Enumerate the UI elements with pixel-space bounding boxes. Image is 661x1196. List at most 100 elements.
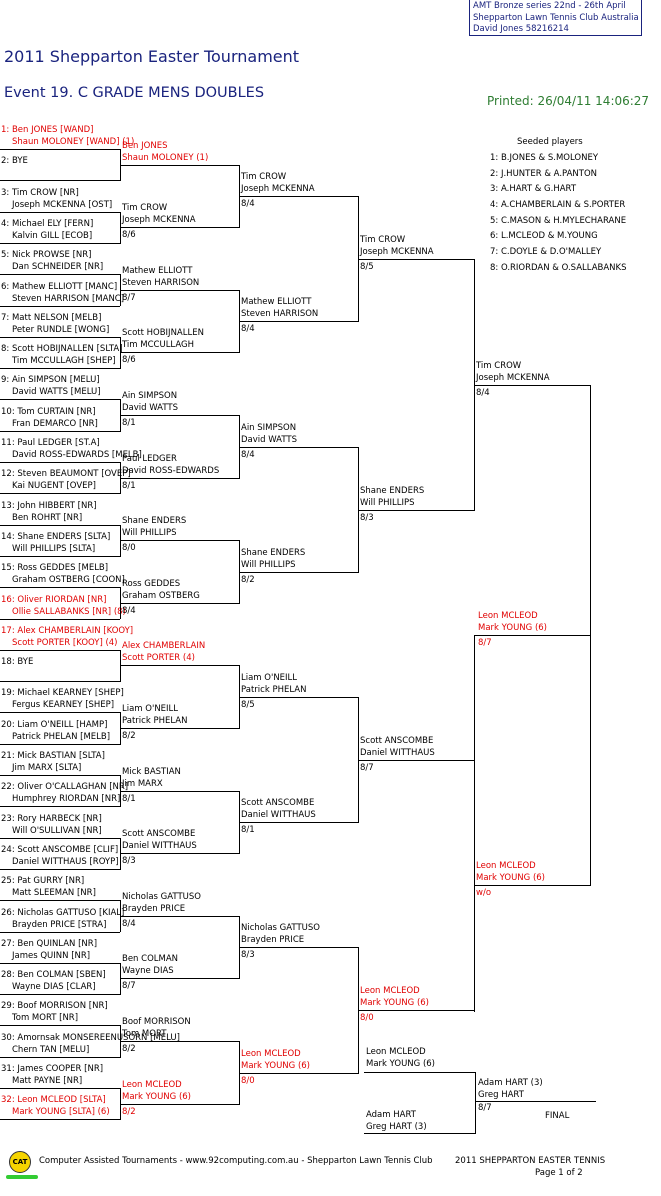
match-winner-player2: Will PHILLIPS <box>241 560 296 570</box>
bracket-line <box>476 1101 596 1102</box>
match-winner-player2: Will PHILLIPS <box>360 498 415 508</box>
draw-entry-player1: 22: Oliver O'CALLAGHAN [NR] <box>1 782 129 793</box>
match-winner-player2: Joseph MCKENNA <box>122 215 196 225</box>
bracket-line <box>358 510 474 511</box>
info-line: David Jones 58216214 <box>473 24 569 34</box>
match-winner-player1: Scott ANSCOMBE <box>241 798 315 808</box>
match-winner-player2: Daniel WITTHAUS <box>122 841 197 851</box>
match-winner-player1: Ain SIMPSON <box>241 423 297 433</box>
draw-entry-player1: 27: Ben QUINLAN [NR] <box>1 938 98 949</box>
bracket-line <box>120 227 239 228</box>
bracket-line <box>0 242 120 244</box>
match-score: 8/0 <box>122 543 136 553</box>
draw-entry-player2: Fran DEMARCO [NR] <box>12 418 98 429</box>
match-score: 8/0 <box>241 1076 255 1086</box>
match-winner-player1: Ben COLMAN <box>122 954 179 964</box>
match-winner-player1: Alex CHAMBERLAIN <box>122 641 206 651</box>
bracket-line <box>239 321 358 322</box>
bracket-line <box>0 524 120 526</box>
bracket-line <box>475 1072 476 1133</box>
match-winner-player1: Scott HOBIJNALLEN <box>122 328 204 338</box>
bracket-line <box>358 760 474 761</box>
draw-entry-player2: Fergus KEARNEY [SHEP] <box>12 700 115 711</box>
match-score: 8/2 <box>122 1107 136 1117</box>
bracket-line <box>120 352 239 353</box>
draw-entry-player2: Tim MCCULLAGH [SHEP] <box>12 356 116 367</box>
match-winner-player1: Mathew ELLIOTT <box>241 297 312 307</box>
draw-entry-player2: James QUINN [NR] <box>12 950 91 961</box>
draw-entry-player2: Joseph MCKENNA [OST] <box>12 199 113 210</box>
seeded-player: 1: B.JONES & S.MOLONEY <box>490 153 599 163</box>
draw-entry-player1: 14: Shane ENDERS [SLTA] <box>1 531 111 542</box>
draw-entry-player1: 26: Nicholas GATTUSO [KIAL] <box>1 907 125 918</box>
match-winner-player2: Mark YOUNG (6) <box>360 998 429 1008</box>
match-score: 8/1 <box>122 481 136 491</box>
bracket-line <box>0 962 120 964</box>
match-winner-player2: Daniel WITTHAUS <box>360 748 435 758</box>
match-winner-player2: Mark YOUNG (6) <box>476 873 545 883</box>
draw-entry-player2: Shaun MOLONEY [WAND] (1) <box>12 137 135 147</box>
draw-entry-player1: 13: John HIBBERT [NR] <box>1 500 97 511</box>
seeded-player: 6: L.MCLEOD & M.YOUNG <box>490 231 598 241</box>
bracket-line <box>120 1041 239 1042</box>
bracket-line <box>0 493 120 495</box>
draw-entry-player1: 4: Michael ELY [FERN] <box>1 218 94 229</box>
match-winner-player2: Brayden PRICE <box>241 935 305 945</box>
match-winner-player1: Leon MCLEOD <box>122 1080 182 1090</box>
match-winner-player2: Mark YOUNG (6) <box>478 623 547 633</box>
bracket-line <box>120 1104 239 1105</box>
match-winner-player2: Joseph MCKENNA <box>476 373 550 383</box>
final-label: FINAL <box>545 1111 570 1121</box>
bracket-line <box>0 149 120 150</box>
match-winner-player2: Joseph MCKENNA <box>241 184 315 194</box>
tournament-title: 2011 Shepparton Easter Tournament <box>4 47 300 66</box>
champion-player1: Adam HART (3) <box>478 1078 543 1088</box>
match-winner-player2: Tim MCCULLAGH <box>122 340 195 350</box>
match-score: 8/5 <box>241 700 255 710</box>
match-score: 8/4 <box>241 324 255 334</box>
match-score: 8/2 <box>122 731 136 741</box>
logo-underline <box>6 1175 38 1179</box>
bracket-line <box>239 947 358 948</box>
match-winner-player1: Mick BASTIAN <box>122 767 181 777</box>
bracket-line <box>0 211 120 213</box>
bracket-line <box>0 1119 120 1121</box>
bracket-line <box>120 916 239 917</box>
info-line: Shepparton Lawn Tennis Club Australia <box>473 12 639 23</box>
draw-entry-player2: Scott PORTER [KOOY] (4) <box>12 637 118 648</box>
match-winner-player2: Graham OSTBERG <box>122 591 200 601</box>
match-winner-player1: Mathew ELLIOTT <box>122 266 193 276</box>
bracket-line <box>120 478 239 479</box>
match-winner-player2: Will PHILLIPS <box>122 528 177 538</box>
draw-entry-player1: 20: Liam O'NEILL [HAMP] <box>1 719 108 730</box>
bracket-line <box>0 618 120 620</box>
draw-entry-player1: 6: Mathew ELLIOTT [MANC] <box>1 281 118 292</box>
bracket-line <box>0 931 120 933</box>
match-score: 8/2 <box>241 575 255 585</box>
draw-entry-player2: Steven HARRISON [MANC] <box>12 293 125 304</box>
draw-entry-player1: 16: Oliver RIORDAN [NR] <box>1 594 107 605</box>
match-winner-player1: Scott ANSCOMBE <box>360 736 434 746</box>
bracket-line <box>474 635 591 636</box>
draw-entry-player2: Daniel WITTHAUS [ROYP] <box>12 856 119 867</box>
draw-entry-player2: Jim MARX [SLTA] <box>12 763 82 773</box>
footer-event-name: 2011 SHEPPARTON EASTER TENNIS <box>455 1156 606 1166</box>
bracket-line <box>0 1056 120 1058</box>
match-winner-player1: Tim CROW <box>241 172 287 182</box>
printed-timestamp: Printed: 26/04/11 14:06:27 <box>487 94 650 108</box>
match-winner-player1: Leon MCLEOD <box>478 611 538 621</box>
draw-entry-player2: Will O'SULLIVAN [NR] <box>12 825 102 836</box>
bracket-line <box>120 540 239 541</box>
draw-entry-player1: 2: BYE <box>1 156 28 167</box>
draw-entry-player2: Wayne DIAS [CLAR] <box>12 982 96 993</box>
draw-entry-player2: Mark YOUNG [SLTA] (6) <box>12 1107 110 1118</box>
tournament-info-box: AMT Bronze series 22nd - 26th April Shep… <box>469 0 642 36</box>
match-score: 8/7 <box>478 638 492 648</box>
bracket-line <box>239 1073 358 1074</box>
match-score: 8/2 <box>122 1044 136 1054</box>
draw-entry-player2: Patrick PHELAN [MELB] <box>12 731 111 742</box>
bracket-line <box>239 196 358 197</box>
bracket-line <box>0 868 120 870</box>
seeded-player: 2: J.HUNTER & A.PANTON <box>490 169 598 179</box>
bracket-line <box>474 885 590 886</box>
